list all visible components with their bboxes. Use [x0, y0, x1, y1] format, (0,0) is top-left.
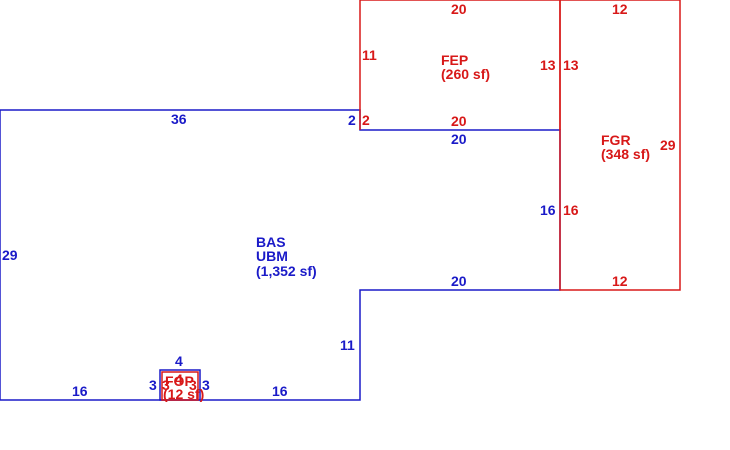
dim-bas-step: 2	[348, 112, 356, 128]
fep-code-label: FEP	[441, 52, 468, 68]
fgr-area-label: (348 sf)	[601, 146, 650, 162]
dim-bas-bottom-left: 16	[72, 383, 88, 399]
dim-fop-inner: 4	[175, 371, 183, 387]
bas-area-label: (1,352 sf)	[256, 263, 317, 279]
dim-bas-right-upper: 16	[540, 202, 556, 218]
dim-fgr-right: 29	[660, 137, 676, 153]
fgr-code-label: FGR	[601, 132, 631, 148]
dim-fep-left: 11	[362, 47, 377, 63]
dim-fep-top: 20	[451, 1, 467, 17]
fgr-outline	[559, 0, 681, 291]
dim-fop-right: 3	[189, 377, 197, 393]
bas-code-label: BAS	[256, 234, 286, 250]
dim-fgr-top: 12	[612, 1, 628, 17]
dim-notch-left: 3	[149, 377, 157, 393]
dim-bas-left: 29	[2, 247, 18, 263]
ubm-code-label: UBM	[256, 248, 288, 264]
dim-bas-top: 36	[171, 111, 187, 127]
fep-area-label: (260 sf)	[441, 66, 490, 82]
fop-outline	[161, 371, 199, 401]
dim-bas-mid-bottom: 20	[451, 273, 467, 289]
dim-fop-left: 3	[162, 377, 170, 393]
dim-bas-right-lower: 11	[340, 337, 355, 353]
fop-area-label: (12 sf)	[163, 386, 204, 402]
dim-bas-mid-top: 20	[451, 131, 467, 147]
fop-code-label: FOP	[165, 373, 194, 389]
dim-fgr-left-lower: 16	[563, 202, 579, 218]
dim-fep-bottom: 20	[451, 113, 467, 129]
dim-fep-right: 13	[540, 57, 556, 73]
dim-fgr-bottom: 12	[612, 273, 628, 289]
dim-notch-top: 4	[175, 353, 183, 369]
dim-fep-step: 2	[362, 112, 370, 128]
dim-bas-bottom-right: 16	[272, 383, 288, 399]
dim-notch-right: 3	[202, 377, 210, 393]
dim-fgr-left-upper: 13	[563, 57, 579, 73]
